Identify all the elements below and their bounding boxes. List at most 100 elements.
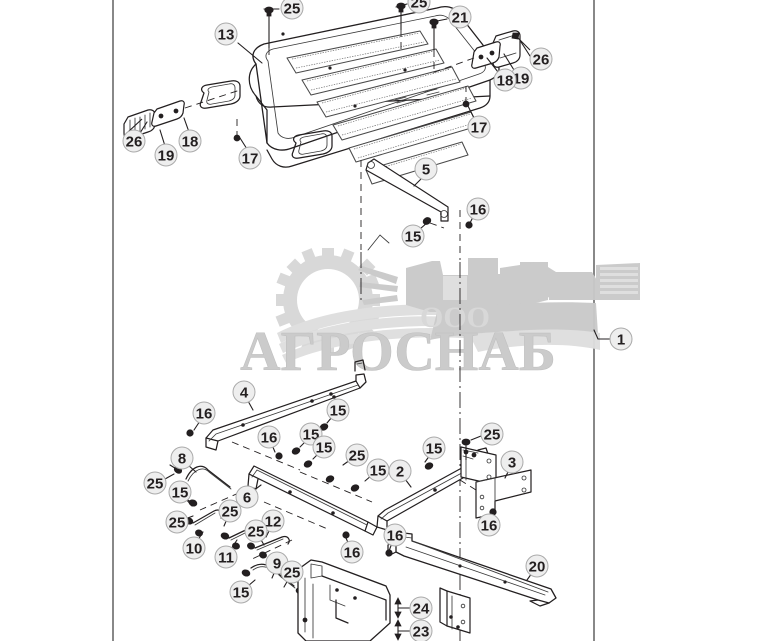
callout-25[interactable]: 25 bbox=[244, 519, 268, 546]
callout-bubble[interactable] bbox=[257, 425, 281, 449]
callout-bubble[interactable] bbox=[214, 545, 238, 569]
callout-bubble[interactable] bbox=[409, 596, 433, 620]
callout-bubble[interactable] bbox=[214, 22, 238, 46]
callout-15[interactable]: 15 bbox=[422, 436, 446, 463]
callout-bubble[interactable] bbox=[218, 499, 242, 523]
callout-16[interactable]: 16 bbox=[192, 401, 216, 431]
callout-number: 13 bbox=[218, 27, 235, 44]
callout-16[interactable]: 16 bbox=[340, 537, 364, 564]
callout-leader-line bbox=[164, 473, 175, 480]
callout-bubble[interactable] bbox=[122, 129, 146, 153]
callout-number: 17 bbox=[242, 151, 259, 168]
callout-15[interactable]: 15 bbox=[326, 398, 350, 424]
callout-4[interactable]: 4 bbox=[232, 380, 256, 411]
callout-bubble[interactable] bbox=[480, 422, 504, 446]
callout-leader-line bbox=[486, 57, 499, 73]
callout-bubble[interactable] bbox=[477, 513, 501, 537]
callout-bubble[interactable] bbox=[170, 446, 194, 470]
callout-bubble[interactable] bbox=[165, 510, 189, 534]
callout-23[interactable]: 23 bbox=[399, 619, 433, 641]
callout-bubble[interactable] bbox=[261, 509, 285, 533]
canopy-handle-recess-front bbox=[291, 130, 333, 159]
callout-bubble[interactable] bbox=[414, 157, 438, 181]
callout-bubble[interactable] bbox=[409, 619, 433, 641]
callout-bubble[interactable] bbox=[529, 47, 553, 71]
callout-18[interactable]: 18 bbox=[486, 57, 517, 92]
callout-bubble[interactable] bbox=[345, 443, 369, 467]
callout-25[interactable]: 25 bbox=[342, 443, 369, 467]
callout-19[interactable]: 19 bbox=[154, 129, 178, 167]
callout-bubble[interactable] bbox=[401, 224, 425, 248]
callout-bubble[interactable] bbox=[407, 0, 431, 14]
callout-5[interactable]: 5 bbox=[413, 157, 438, 187]
callout-8[interactable]: 8 bbox=[170, 446, 197, 473]
callout-2[interactable]: 2 bbox=[388, 459, 412, 488]
callout-11[interactable]: 11 bbox=[214, 539, 238, 569]
callout-16[interactable]: 16 bbox=[257, 425, 281, 453]
callout-1[interactable]: 1 bbox=[597, 327, 633, 351]
center-support-plate bbox=[439, 587, 471, 634]
callout-bubble[interactable] bbox=[422, 436, 446, 460]
callout-bubble[interactable] bbox=[609, 327, 633, 351]
callout-leader-line bbox=[413, 177, 423, 187]
callout-6[interactable]: 6 bbox=[235, 484, 262, 509]
lower-floor-frame bbox=[297, 559, 391, 641]
callout-20[interactable]: 20 bbox=[525, 554, 549, 581]
callout-bubble[interactable] bbox=[383, 523, 407, 547]
callout-21[interactable]: 21 bbox=[436, 5, 472, 29]
callout-bubble[interactable] bbox=[340, 540, 364, 564]
callout-13[interactable]: 13 bbox=[214, 22, 263, 64]
callout-12[interactable]: 12 bbox=[261, 509, 285, 538]
callout-16[interactable]: 16 bbox=[477, 508, 501, 537]
callout-16[interactable]: 16 bbox=[466, 197, 490, 226]
callout-17[interactable]: 17 bbox=[238, 137, 262, 170]
callout-25[interactable]: 25 bbox=[263, 0, 304, 20]
callout-bubble[interactable] bbox=[280, 560, 304, 584]
callout-16[interactable]: 16 bbox=[383, 523, 407, 552]
fastener-15-b bbox=[291, 447, 301, 455]
callout-bubble[interactable] bbox=[238, 146, 262, 170]
callout-bubble[interactable] bbox=[280, 0, 304, 20]
callout-24[interactable]: 24 bbox=[399, 596, 433, 620]
callout-bubble[interactable] bbox=[182, 536, 206, 560]
callout-bubble[interactable] bbox=[326, 398, 350, 422]
callout-26[interactable]: 26 bbox=[520, 41, 553, 71]
callout-bubble[interactable] bbox=[493, 68, 517, 92]
callout-15[interactable]: 15 bbox=[312, 435, 336, 460]
callout-bubble[interactable] bbox=[448, 5, 472, 29]
callout-bubble[interactable] bbox=[229, 580, 253, 604]
bolt-17-left bbox=[233, 118, 241, 142]
callout-bubble[interactable] bbox=[466, 197, 490, 221]
callout-bubble[interactable] bbox=[168, 480, 192, 504]
callout-bubble[interactable] bbox=[525, 554, 549, 578]
callout-10[interactable]: 10 bbox=[182, 531, 206, 560]
callout-bubble[interactable] bbox=[235, 485, 259, 509]
callout-15[interactable]: 15 bbox=[229, 579, 256, 604]
callout-bubble[interactable] bbox=[192, 401, 216, 425]
callout-bubble[interactable] bbox=[312, 435, 336, 459]
callout-25[interactable]: 25 bbox=[470, 422, 504, 446]
callout-26[interactable]: 26 bbox=[122, 121, 148, 153]
callout-bubble[interactable] bbox=[500, 450, 524, 474]
callout-25[interactable]: 25 bbox=[218, 499, 242, 527]
callout-bubble[interactable] bbox=[178, 129, 202, 153]
callout-18[interactable]: 18 bbox=[178, 117, 202, 153]
callout-number: 25 bbox=[349, 448, 366, 465]
callout-17[interactable]: 17 bbox=[466, 103, 491, 139]
callout-15[interactable]: 15 bbox=[168, 480, 193, 507]
callout-bubble[interactable] bbox=[143, 471, 167, 495]
callout-25[interactable]: 25 bbox=[280, 560, 304, 588]
callout-bubble[interactable] bbox=[388, 459, 412, 483]
callout-25[interactable]: 25 bbox=[395, 0, 431, 14]
callout-bubble[interactable] bbox=[232, 380, 256, 404]
callout-25[interactable]: 25 bbox=[165, 510, 194, 534]
callout-bubble[interactable] bbox=[154, 143, 178, 167]
callout-25[interactable]: 25 bbox=[143, 471, 175, 495]
callout-bubble[interactable] bbox=[244, 519, 268, 543]
bolt-21 bbox=[429, 18, 439, 72]
callout-15[interactable]: 15 bbox=[401, 221, 429, 248]
callout-bubble[interactable] bbox=[467, 115, 491, 139]
callout-15[interactable]: 15 bbox=[364, 458, 390, 482]
callout-3[interactable]: 3 bbox=[500, 450, 524, 479]
